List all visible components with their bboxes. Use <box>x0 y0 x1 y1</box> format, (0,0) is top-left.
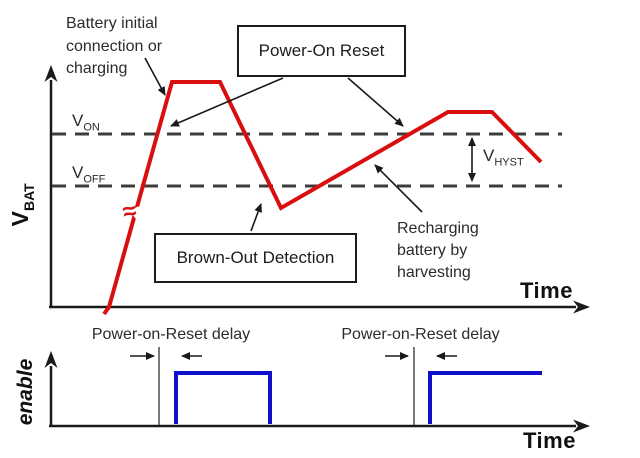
vbat-y-axis-arrowhead <box>44 65 58 82</box>
brown-out-label: Brown-Out Detection <box>176 248 335 267</box>
enable-x-axis-arrowhead <box>573 419 590 433</box>
time-label-top: Time <box>520 278 573 303</box>
power-on-reset-box: Power-On Reset <box>237 25 406 77</box>
enable-pulse-2 <box>428 371 542 424</box>
delay-label-1: Power-on-Reset delay <box>91 326 251 343</box>
battery-note-line2: connection or <box>66 37 163 55</box>
vbat-x-axis-arrowhead <box>573 300 590 314</box>
battery-note: Battery initial connection or charging <box>66 13 162 81</box>
vbat-sub: BAT <box>20 183 37 211</box>
v-hyst-main: V <box>483 146 495 165</box>
v-off-label: VOFF <box>72 163 105 185</box>
v-on-main: V <box>72 111 84 130</box>
v-off-sub: OFF <box>83 173 106 186</box>
recharge-note-line1: Recharging <box>397 220 479 237</box>
recharge-arrow <box>374 164 423 213</box>
battery-note-arrow <box>144 57 166 96</box>
vbat-axis-label: VBAT <box>7 165 37 245</box>
v-on-label: VON <box>72 111 100 133</box>
recharge-note-line3: harvesting <box>397 264 471 281</box>
battery-note-line3: charging <box>66 60 128 77</box>
v-hyst-sub: HYST <box>494 156 524 169</box>
v-on-sub: ON <box>83 121 100 134</box>
v-off-main: V <box>72 163 84 182</box>
vbat-main: V <box>7 211 34 227</box>
enable-pulse-1 <box>174 371 272 424</box>
recharge-note-line2: battery by <box>397 242 468 259</box>
time-label-bottom: Time <box>523 428 576 453</box>
battery-note-line1: Battery initial <box>66 15 158 32</box>
enable-y-axis-arrowhead <box>44 351 58 368</box>
vbat-waveform <box>102 80 543 316</box>
por-arrow-right <box>347 77 404 127</box>
v-hyst-label: VHYST <box>483 146 524 168</box>
brown-out-arrow <box>250 203 262 232</box>
enable-axis-label: enable <box>14 358 37 426</box>
brown-out-box: Brown-Out Detection <box>154 233 357 283</box>
por-arrow-left <box>170 77 284 127</box>
power-on-reset-label: Power-On Reset <box>258 41 385 60</box>
delay-label-2: Power-on-Reset delay <box>341 326 500 343</box>
recharge-note: Recharging battery by harvesting <box>397 218 479 284</box>
axis-break-gap <box>133 206 145 220</box>
